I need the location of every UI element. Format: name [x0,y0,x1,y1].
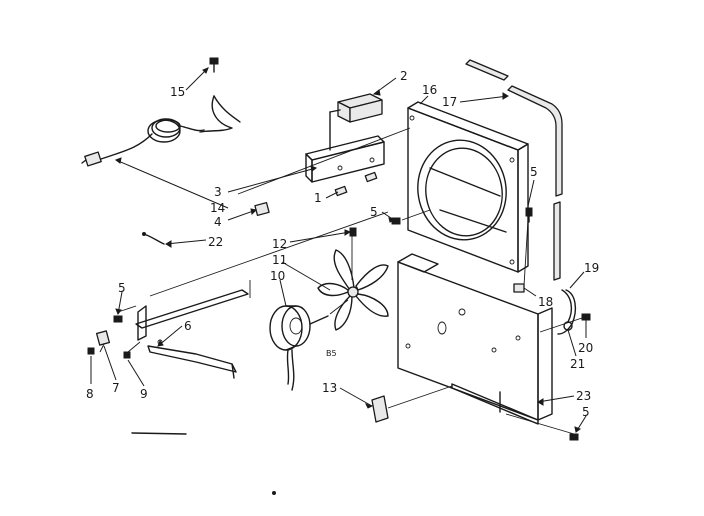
callout-20: 20 [578,341,593,355]
callout-11: 11 [272,253,287,267]
part-17-gasket-strips [465,59,563,281]
part-5-screw-right [525,207,533,223]
callout-23: 23 [576,389,591,403]
part-11-fan-blade [317,249,389,331]
callout-22: 22 [208,235,223,249]
part-14-power-cord [81,95,241,167]
callout-labels: 15 2 16 17 3 14 4 1 5 5 22 12 11 10 19 1… [86,69,599,419]
callout-6: 6 [184,319,192,333]
callout-12: 12 [272,237,287,251]
callout-7: 7 [112,381,120,395]
callout-4: 4 [214,215,222,229]
part-19-spring-clip [557,289,577,335]
callout-8: 8 [86,387,94,401]
callout-3: 3 [214,185,222,199]
part-5-screw-left [113,315,123,323]
assembly-lines [99,127,583,435]
callout-13: 13 [322,381,337,395]
callout-19: 19 [584,261,599,275]
part-7-clip [95,330,111,346]
part-18-clip [513,283,525,293]
part-9-nut [123,351,131,359]
part-1-screws [334,171,378,197]
callout-leaders [90,67,587,433]
part-10-fan-motor [269,305,329,391]
part-8-screw [87,347,95,355]
callout-17: 17 [442,95,457,109]
part-6-motor-bracket [135,289,249,379]
callout-21: 21 [570,357,585,371]
part-16-shroud [407,101,529,273]
callout-16: 16 [422,83,437,97]
callout-arrowheads [114,67,582,433]
callout-1: 1 [314,191,322,205]
part-3-bracket [305,109,385,183]
callout-5-left: 5 [118,281,126,295]
part-13-foot [371,395,389,423]
callout-14: 14 [210,201,225,215]
callout-18: 18 [538,295,553,309]
callout-15: 15 [170,85,185,99]
part-23-base-panel [397,253,553,425]
callout-10: 10 [270,269,285,283]
callout-5-right: 5 [530,165,538,179]
part-4-clip [254,201,270,217]
callout-2: 2 [400,69,408,83]
diagram-note-b5: B5 [326,349,337,358]
part-5-screw-bottom [569,433,579,441]
part-2-switch-box [337,93,383,123]
stray-marks: B5 [131,349,337,495]
callout-9: 9 [140,387,148,401]
part-15-screw [209,57,219,73]
part-20-screw [581,313,591,321]
part-22-wire [142,232,165,245]
callout-5-middle: 5 [370,205,378,219]
callout-5-bottom: 5 [582,405,590,419]
